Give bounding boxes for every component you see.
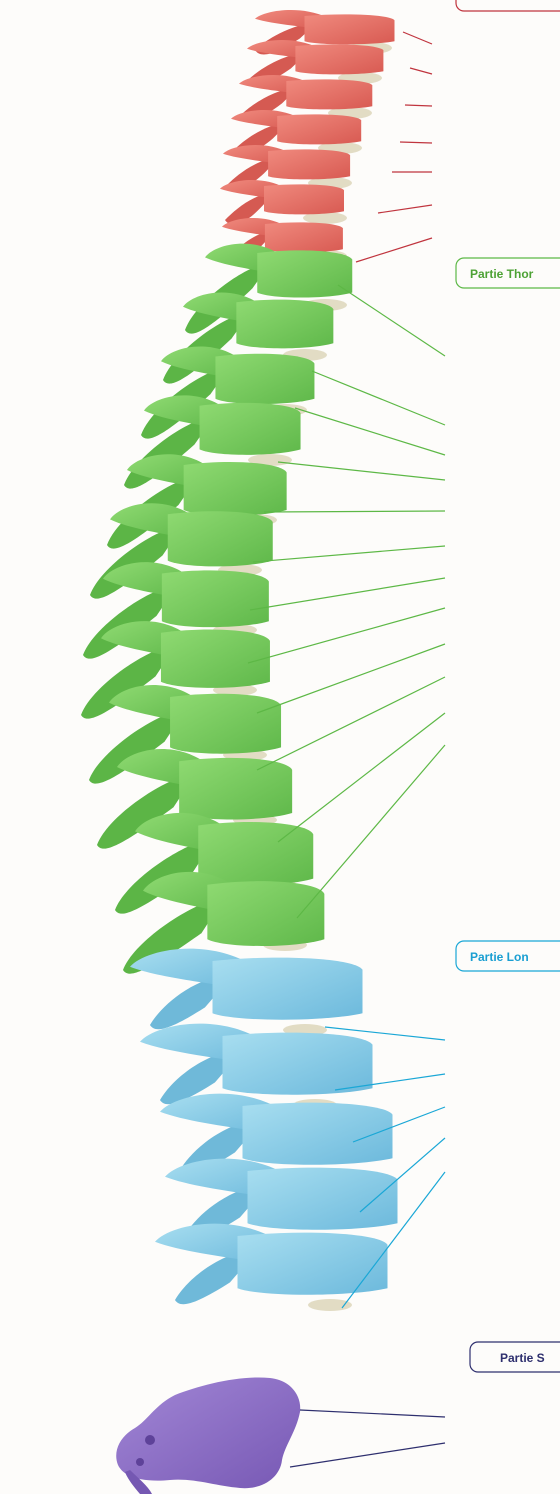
callout-line [356,238,432,262]
callout-line [278,713,445,842]
callout-line [338,285,445,356]
callout-line [297,745,445,918]
vertebral-body [257,250,352,297]
callout-line [250,578,445,610]
vertebral-body [168,511,273,566]
sacral-label: Partie S [500,1351,545,1365]
callout-line [300,1410,445,1417]
vertebral-body [207,881,324,946]
lumbar-vertebra [130,949,363,1030]
vertebral-body [170,694,281,754]
cervical-vertebrae [220,10,395,262]
vertebral-body [277,114,361,144]
vertebral-body [215,354,314,404]
callout-line [410,68,432,74]
vertebral-body [243,1103,393,1165]
callout-line [257,644,445,713]
lumbar-vertebra [155,1224,388,1305]
vertebral-body [286,79,372,109]
vertebral-body [268,149,350,179]
vertebral-body [305,14,395,44]
disc [308,1299,352,1311]
sacral-label-box: Partie S [470,1342,560,1372]
sacral-foramen [145,1435,155,1445]
callout-line [312,371,445,425]
callout-line [278,462,445,480]
vertebral-body [265,222,343,252]
callout-line [403,32,432,44]
vertebral-body [213,958,363,1020]
lumbar-vertebrae [130,949,398,1305]
sacrum-bone [116,1377,300,1488]
vertebral-body [184,462,287,516]
callout-line [264,511,445,512]
callout-line [257,677,445,770]
thoracic-label-box: Partie Thor [456,258,560,288]
vertebral-body [198,822,313,885]
vertebral-body [223,1033,373,1095]
callout-line [405,105,432,106]
vertebral-body [238,1233,388,1295]
callout-line [400,142,432,143]
vertebral-body [236,300,333,349]
vertebral-body [179,758,292,820]
callout-line [378,205,432,213]
thoracic-label: Partie Thor [470,267,534,281]
lumbar-vertebra [140,1024,373,1105]
vertebral-body [200,403,301,455]
lumbar-label-box: Partie Lon [456,941,560,971]
callout-line [253,546,445,562]
callout-line [290,1443,445,1467]
callout-line [295,408,445,455]
lumbar-label: Partie Lon [470,950,529,964]
cervical-label-box [456,0,560,11]
sacrum [116,1377,300,1494]
vertebral-body [295,44,383,74]
sacral-foramen [136,1458,144,1466]
vertebral-body [264,184,344,214]
vertebral-body [161,630,270,688]
vertebral-body [162,570,269,627]
